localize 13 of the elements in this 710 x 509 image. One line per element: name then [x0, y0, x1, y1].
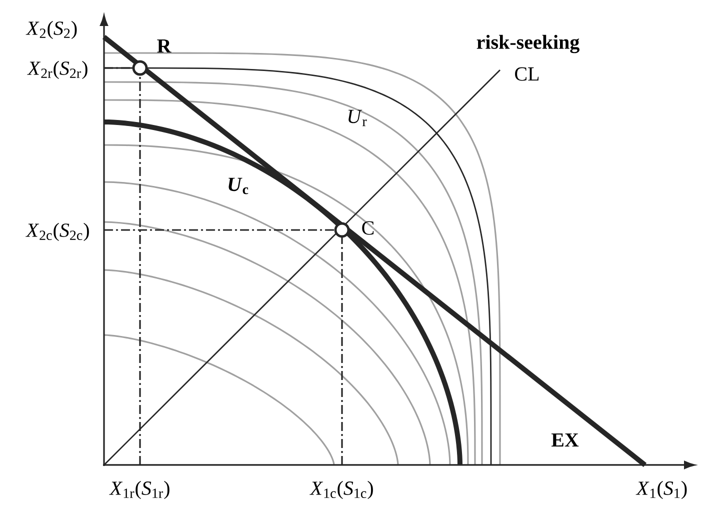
- line-label: CL: [515, 67, 539, 81]
- tick-label: X$_{1r}$(S$_{1r}$): [109, 480, 170, 500]
- axis-label: X$_{2}$(S$_{2}$): [26, 20, 77, 40]
- line-label: risk-seeking: [476, 34, 580, 54]
- point-label: C: [362, 221, 374, 235]
- curve-label: U$_{c}$: [228, 178, 248, 194]
- tick-label: X$_{2c}$(S$_{2c}$): [26, 222, 89, 242]
- point-label: R: [157, 39, 172, 53]
- tick-label: X$_{1c}$(S$_{1c}$): [310, 480, 373, 500]
- axis-label: X$_{1}$(S$_{1}$): [636, 480, 687, 500]
- line-label: EX: [551, 433, 579, 447]
- curve-label: U$_{r}$: [348, 110, 367, 126]
- tick-label: X$_{2r}$(S$_{2r}$): [27, 60, 88, 80]
